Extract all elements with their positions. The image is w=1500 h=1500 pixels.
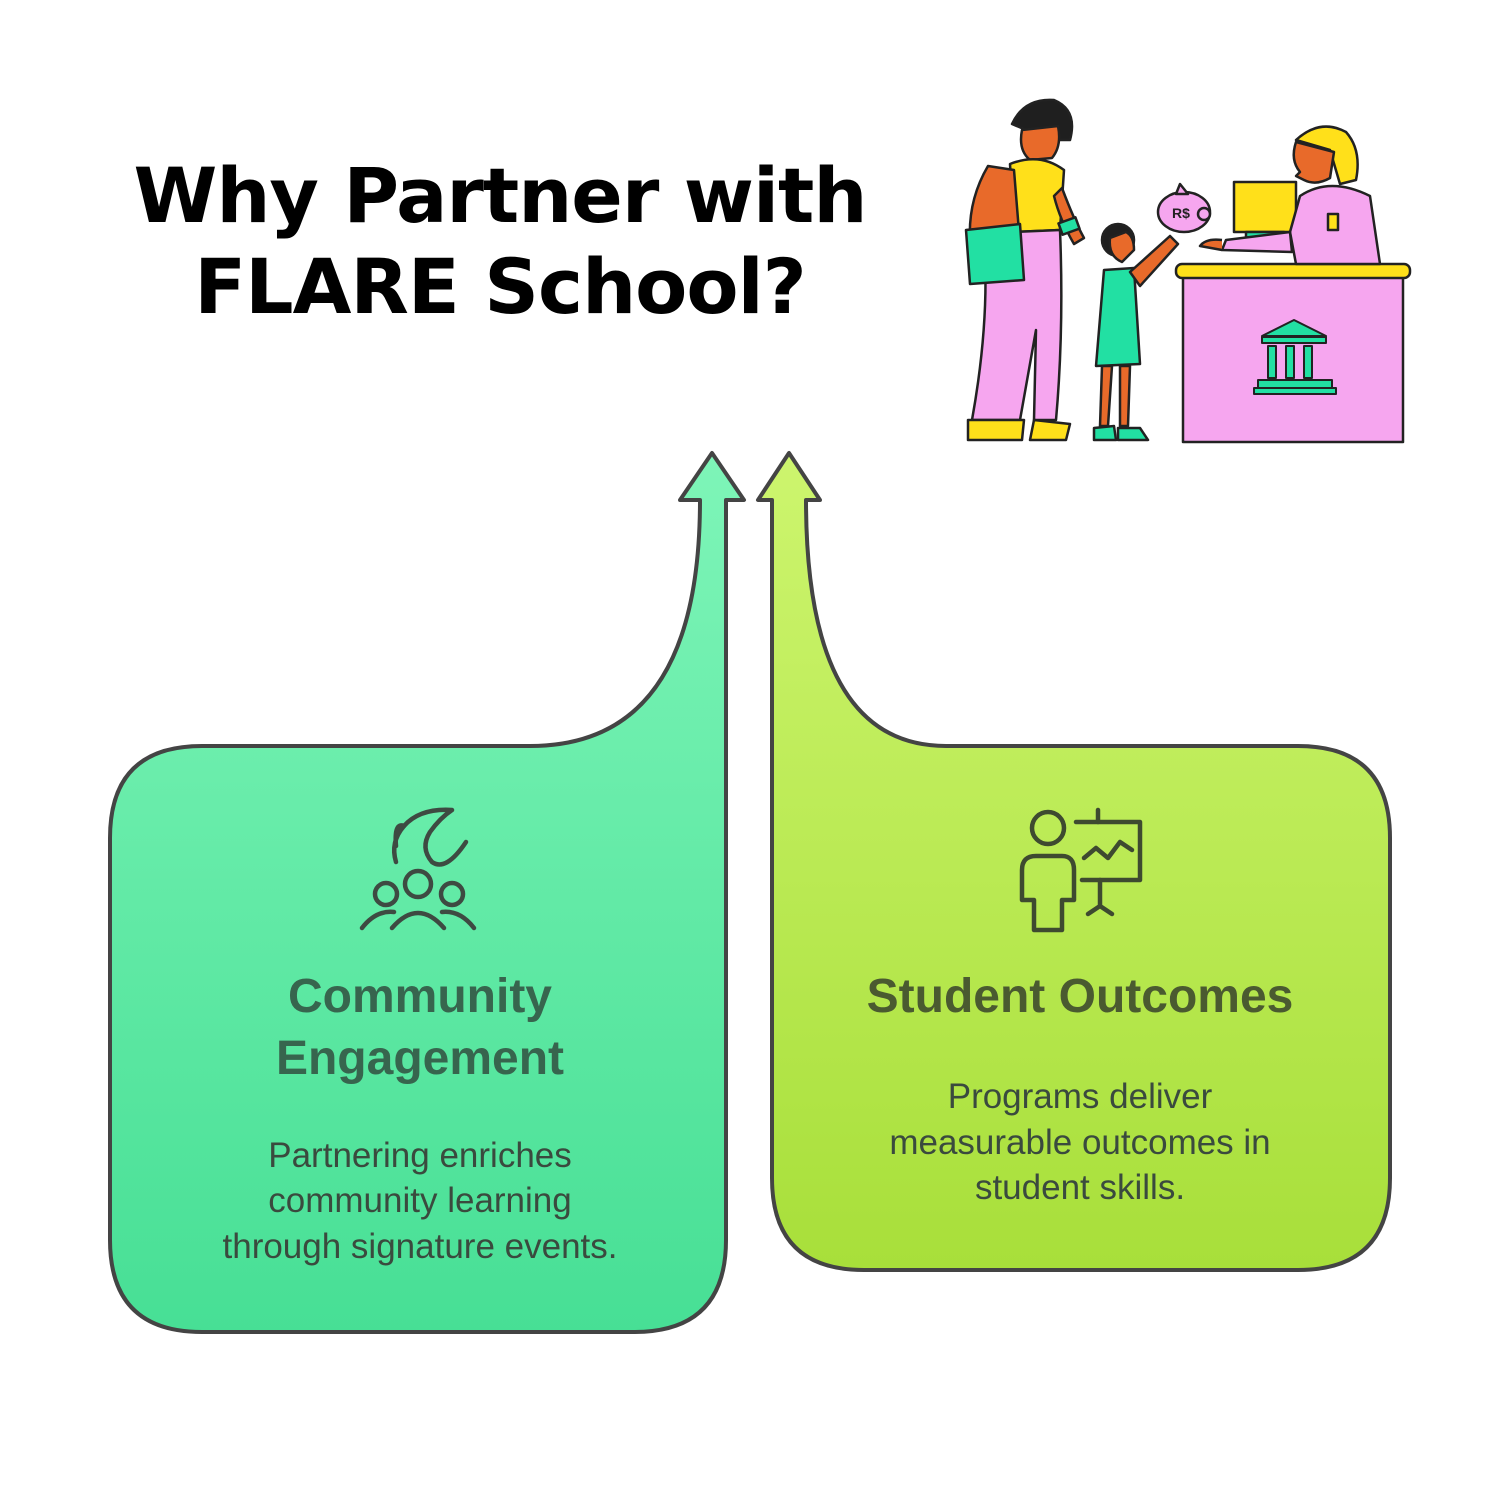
bank-building-icon xyxy=(1253,319,1337,395)
desc-line-1: Programs deliver xyxy=(947,1077,1213,1117)
monitor xyxy=(1232,180,1298,234)
piggy-bank-label: R$ xyxy=(1172,205,1190,221)
desc-line-2: measurable outcomes in xyxy=(889,1122,1271,1162)
heading-line-1: Community xyxy=(288,970,552,1023)
teller-hair xyxy=(1294,125,1359,186)
mother-face xyxy=(1019,124,1061,162)
child-dress xyxy=(1094,266,1142,368)
bank-counter-illustration xyxy=(964,98,1412,444)
desc-line-2: community learning xyxy=(268,1181,572,1221)
desc-line-3: through signature events. xyxy=(222,1226,618,1266)
student-outcomes-heading: Student Outcomes xyxy=(815,966,1345,1028)
presentation-chart-icon xyxy=(1019,807,1143,933)
title-line-1: Why Partner with xyxy=(133,151,868,240)
community-engagement-description: Partnering enriches community learning t… xyxy=(150,1133,690,1270)
page-title: Why Partner with FLARE School? xyxy=(80,150,920,332)
heading-line-1: Student Outcomes xyxy=(866,970,1294,1023)
student-outcomes-description: Programs deliver measurable outcomes in … xyxy=(815,1074,1345,1211)
mother-bag xyxy=(964,222,1026,286)
student-outcomes-text: Student Outcomes Programs deliver measur… xyxy=(815,966,1345,1211)
community-engagement-heading: Community Engagement xyxy=(150,966,690,1091)
community-engagement-text: Community Engagement Partnering enriches… xyxy=(150,966,690,1269)
desk-top xyxy=(1174,262,1412,280)
desc-line-1: Partnering enriches xyxy=(268,1135,572,1175)
title-line-2: FLARE School? xyxy=(194,242,807,332)
teller-face xyxy=(1292,140,1336,184)
community-hand-icon xyxy=(359,807,477,931)
heading-line-2: Engagement xyxy=(275,1032,565,1086)
desc-line-3: student skills. xyxy=(974,1168,1186,1208)
